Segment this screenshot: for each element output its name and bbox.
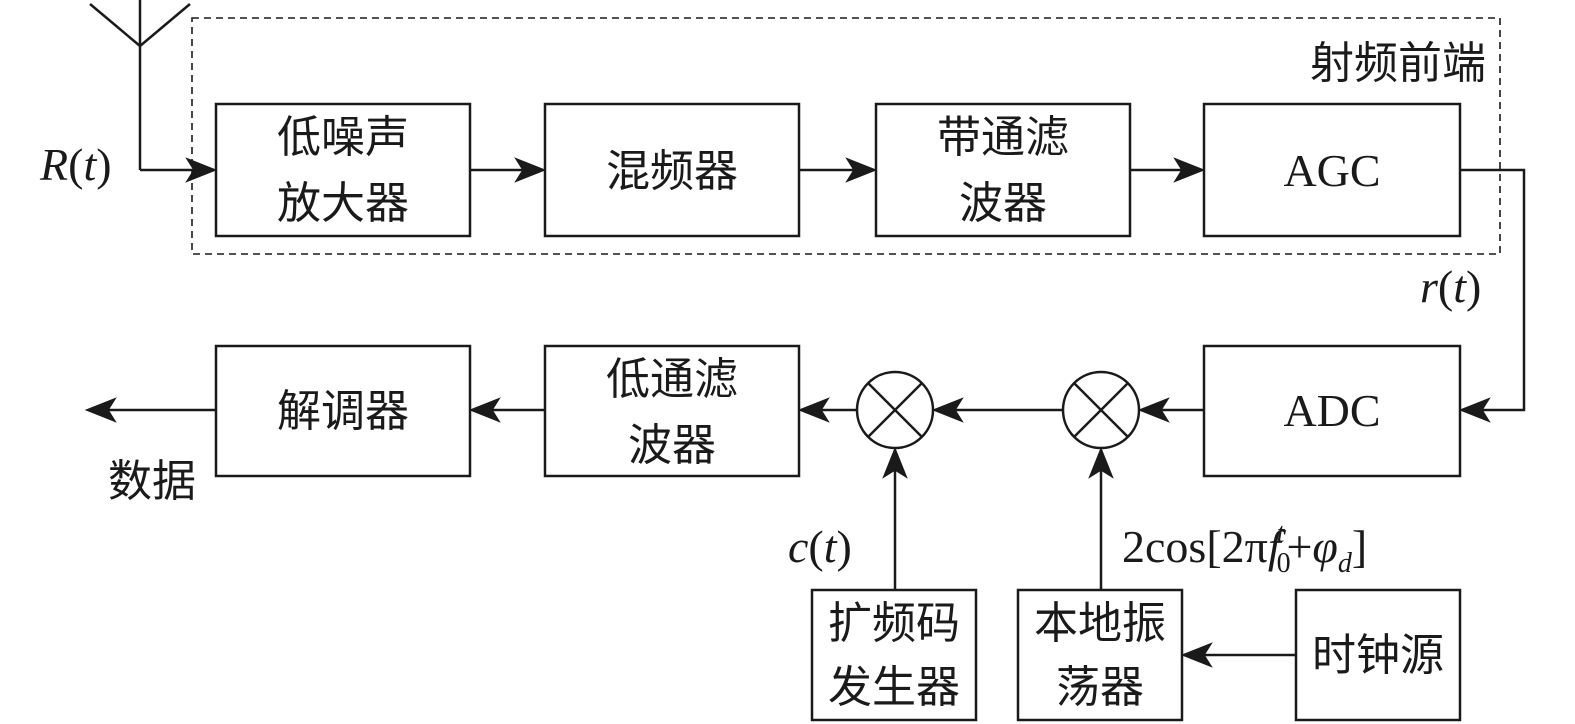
svg-text:AGC: AGC bbox=[1283, 145, 1380, 196]
svg-text:ADC: ADC bbox=[1283, 385, 1380, 436]
code-multiplier-icon bbox=[855, 370, 935, 450]
svg-text:带通滤: 带通滤 bbox=[937, 112, 1069, 163]
svg-text:混频器: 混频器 bbox=[606, 146, 738, 197]
demodulator-block: 解调器 bbox=[214, 344, 472, 478]
input-signal-label: R(t) bbox=[39, 139, 112, 190]
svg-text:r(t): r(t) bbox=[1420, 261, 1481, 312]
local-oscillator-block: 本地振 荡器 bbox=[1016, 588, 1184, 722]
carrier-multiplier-icon bbox=[1061, 370, 1141, 450]
spreading-code-generator-block: 扩频码 发生器 bbox=[810, 588, 978, 722]
svg-text:扩频码: 扩频码 bbox=[828, 598, 960, 649]
lna-block: 低噪声 放大器 bbox=[214, 102, 472, 238]
svg-text:时钟源: 时钟源 bbox=[1312, 630, 1444, 681]
agc-output-label: r(t) bbox=[1420, 261, 1481, 312]
svg-text:解调器: 解调器 bbox=[277, 386, 409, 437]
svg-text:波器: 波器 bbox=[628, 420, 716, 471]
bandpass-filter-block: 带通滤 波器 bbox=[874, 102, 1132, 238]
svg-text:低噪声: 低噪声 bbox=[277, 112, 409, 163]
rf-frontend-region bbox=[191, 17, 1501, 255]
svg-text:荡器: 荡器 bbox=[1056, 662, 1144, 713]
antenna-icon bbox=[89, 0, 191, 170]
oscillator-signal-label: 2cos[2πf0t+φd] bbox=[1122, 518, 1367, 579]
svg-text:发生器: 发生器 bbox=[828, 662, 960, 713]
svg-text:2cos[2πf0t+φd]: 2cos[2πf0t+φd] bbox=[1122, 518, 1367, 579]
svg-text:波器: 波器 bbox=[959, 178, 1047, 229]
rf-frontend-label: 射频前端 bbox=[1310, 38, 1486, 89]
agc-block: AGC bbox=[1202, 102, 1462, 238]
clock-source-block: 时钟源 bbox=[1294, 588, 1462, 722]
svg-text:R(t): R(t) bbox=[39, 139, 112, 190]
adc-block: ADC bbox=[1202, 344, 1462, 478]
lowpass-filter-block: 低通滤 波器 bbox=[543, 344, 801, 478]
svg-text:低通滤: 低通滤 bbox=[606, 354, 738, 405]
svg-text:本地振: 本地振 bbox=[1034, 598, 1166, 649]
output-data-label: 数据 bbox=[108, 456, 196, 507]
mixer-block: 混频器 bbox=[543, 102, 801, 238]
agc-to-adc-arrow bbox=[1458, 168, 1526, 423]
svg-text:放大器: 放大器 bbox=[277, 178, 409, 229]
svg-text:c(t): c(t) bbox=[788, 521, 852, 572]
spreading-code-label: c(t) bbox=[788, 521, 852, 572]
